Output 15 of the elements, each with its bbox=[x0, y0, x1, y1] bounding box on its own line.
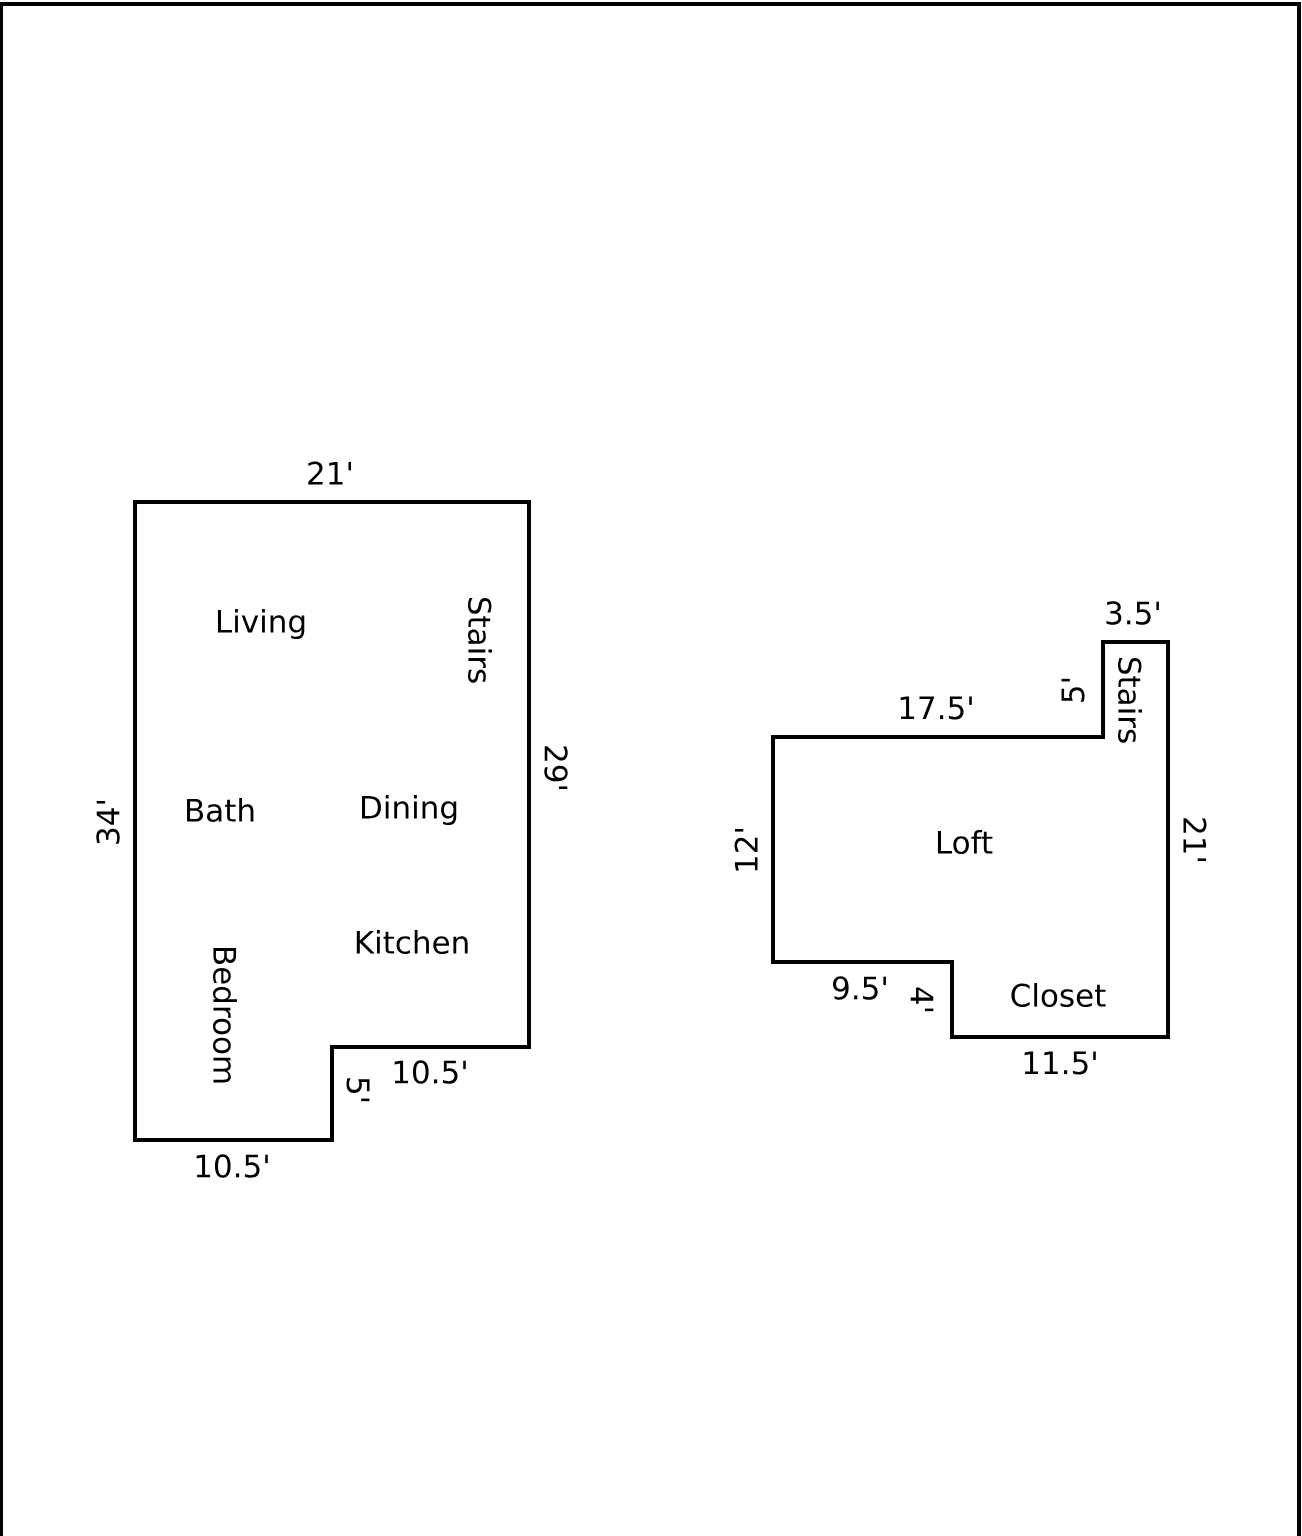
dimension-label: 10.5' bbox=[394, 1060, 466, 1084]
room-label: Living bbox=[217, 609, 305, 639]
room-label: Dining bbox=[362, 795, 457, 825]
room-label: Closet bbox=[1011, 983, 1106, 1007]
room-label: Bedroom bbox=[213, 947, 237, 1083]
room-label: Loft bbox=[937, 830, 993, 854]
dimension-label: 9.5' bbox=[833, 976, 886, 1000]
dimension-label: 4' bbox=[910, 987, 934, 1012]
room-label: Bath bbox=[187, 798, 254, 822]
room-label: Stairs bbox=[1118, 657, 1142, 743]
dimension-label: 5' bbox=[346, 1078, 370, 1102]
dimension-label: 17.5' bbox=[900, 696, 972, 720]
dimension-label: 5' bbox=[1061, 678, 1085, 702]
room-label: Kitchen bbox=[356, 930, 468, 954]
room-label: Stairs bbox=[468, 597, 492, 683]
